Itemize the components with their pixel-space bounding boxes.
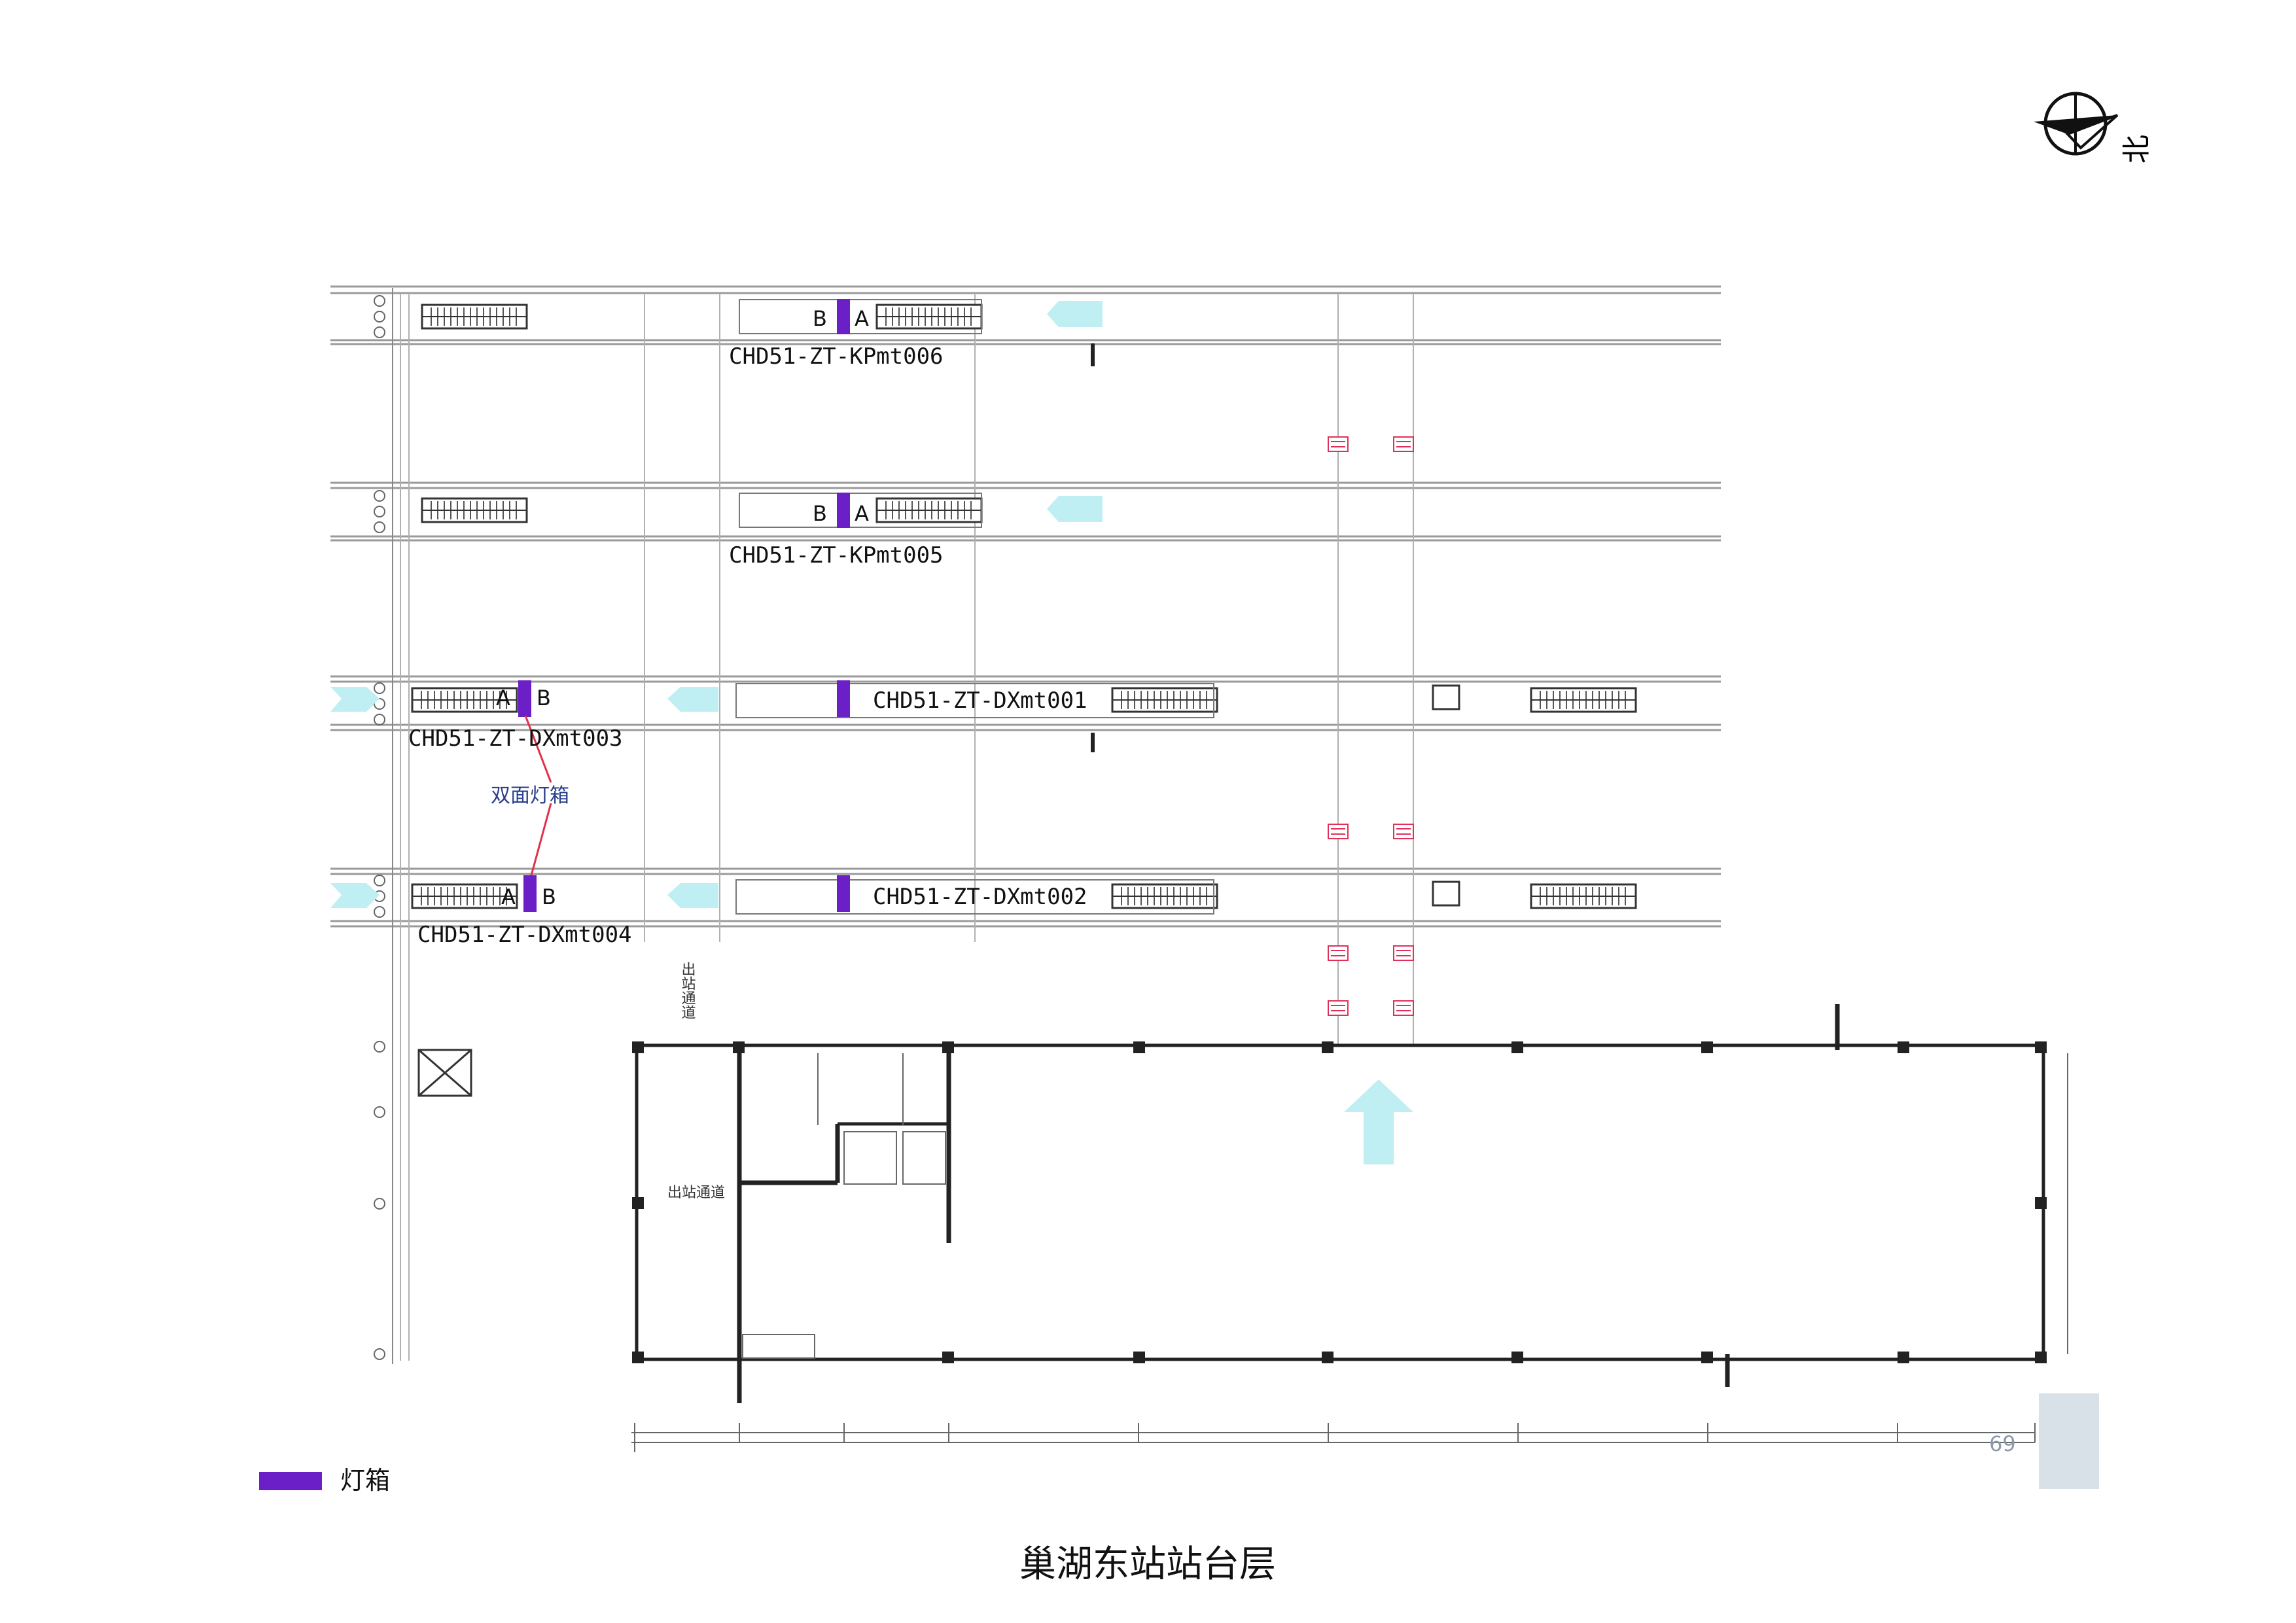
ad-code-kpmt006: CHD51-ZT-KPmt006 (729, 343, 944, 370)
double-sided-leaders (524, 715, 552, 876)
flow-arrow-up-icon (1344, 1079, 1413, 1164)
equipment-marks (1328, 436, 1414, 1016)
page-number-box (2039, 1393, 2099, 1489)
concourse-rooms (742, 1053, 2068, 1359)
escalators (411, 304, 1637, 909)
ad-kpmt006-left-side: B (813, 306, 827, 331)
flow-arrow-left-icon (1047, 496, 1103, 522)
lightbox-dxmt003[interactable] (518, 680, 531, 717)
ad-kpmt005-left-side: B (813, 501, 827, 526)
flow-arrow-left-icon (667, 883, 718, 908)
ad-code-kpmt005: CHD51-ZT-KPmt005 (729, 542, 944, 568)
lightbox-dxmt001[interactable] (837, 680, 850, 717)
north-label: 北 (2120, 135, 2153, 164)
ad-kpmt006-right-side: A (855, 306, 869, 331)
page-title: 巢湖东站站台层 (1019, 1543, 1276, 1586)
legend-swatch (259, 1472, 322, 1490)
lightbox-dxmt004[interactable] (523, 875, 537, 912)
north-arrow-icon: 北 (2034, 92, 2153, 164)
legend: 灯箱 (259, 1466, 390, 1495)
flow-arrow-right-icon (330, 883, 380, 908)
columns (632, 1041, 2047, 1363)
lightbox-kpmt005[interactable] (837, 493, 850, 528)
ad-dxmt003-left-side: A (496, 686, 510, 710)
double-sided-label: 双面灯箱 (491, 784, 569, 807)
ad-code-dxmt001: CHD51-ZT-DXmt001 (873, 688, 1087, 714)
axis-bubbles (374, 295, 385, 1360)
ad-dxmt004-left-side: A (501, 884, 516, 909)
lightboxes (518, 299, 850, 912)
ad-dxmt003-right-side: B (537, 686, 551, 710)
flow-arrows (330, 301, 1413, 1164)
elevator-icons (417, 684, 1460, 1097)
flow-arrow-right-icon (330, 687, 380, 712)
dimension-line (631, 1423, 2036, 1452)
flow-arrow-left-icon (667, 687, 718, 712)
legend-label: 灯箱 (340, 1466, 390, 1495)
ad-dxmt004-right-side: B (542, 884, 556, 909)
ad-code-dxmt002: CHD51-ZT-DXmt002 (873, 884, 1087, 910)
track-lines (330, 285, 1721, 928)
flow-arrow-left-icon (1047, 301, 1103, 327)
lightbox-dxmt002[interactable] (837, 875, 850, 912)
exit-passage-label: 出站通道 (667, 1185, 725, 1201)
escalator-enclosures (735, 299, 1214, 915)
exit-passage-vertical-label: 出站通道 (679, 962, 696, 1019)
ad-kpmt005-right-side: A (855, 501, 869, 526)
concourse-walls (635, 1004, 2045, 1403)
ad-code-dxmt003: CHD51-ZT-DXmt003 (408, 725, 623, 752)
ad-code-dxmt004: CHD51-ZT-DXmt004 (417, 922, 632, 948)
page-number: 69 (1989, 1431, 2016, 1456)
grid-lines (400, 294, 1414, 1361)
lightbox-kpmt006[interactable] (837, 299, 850, 334)
